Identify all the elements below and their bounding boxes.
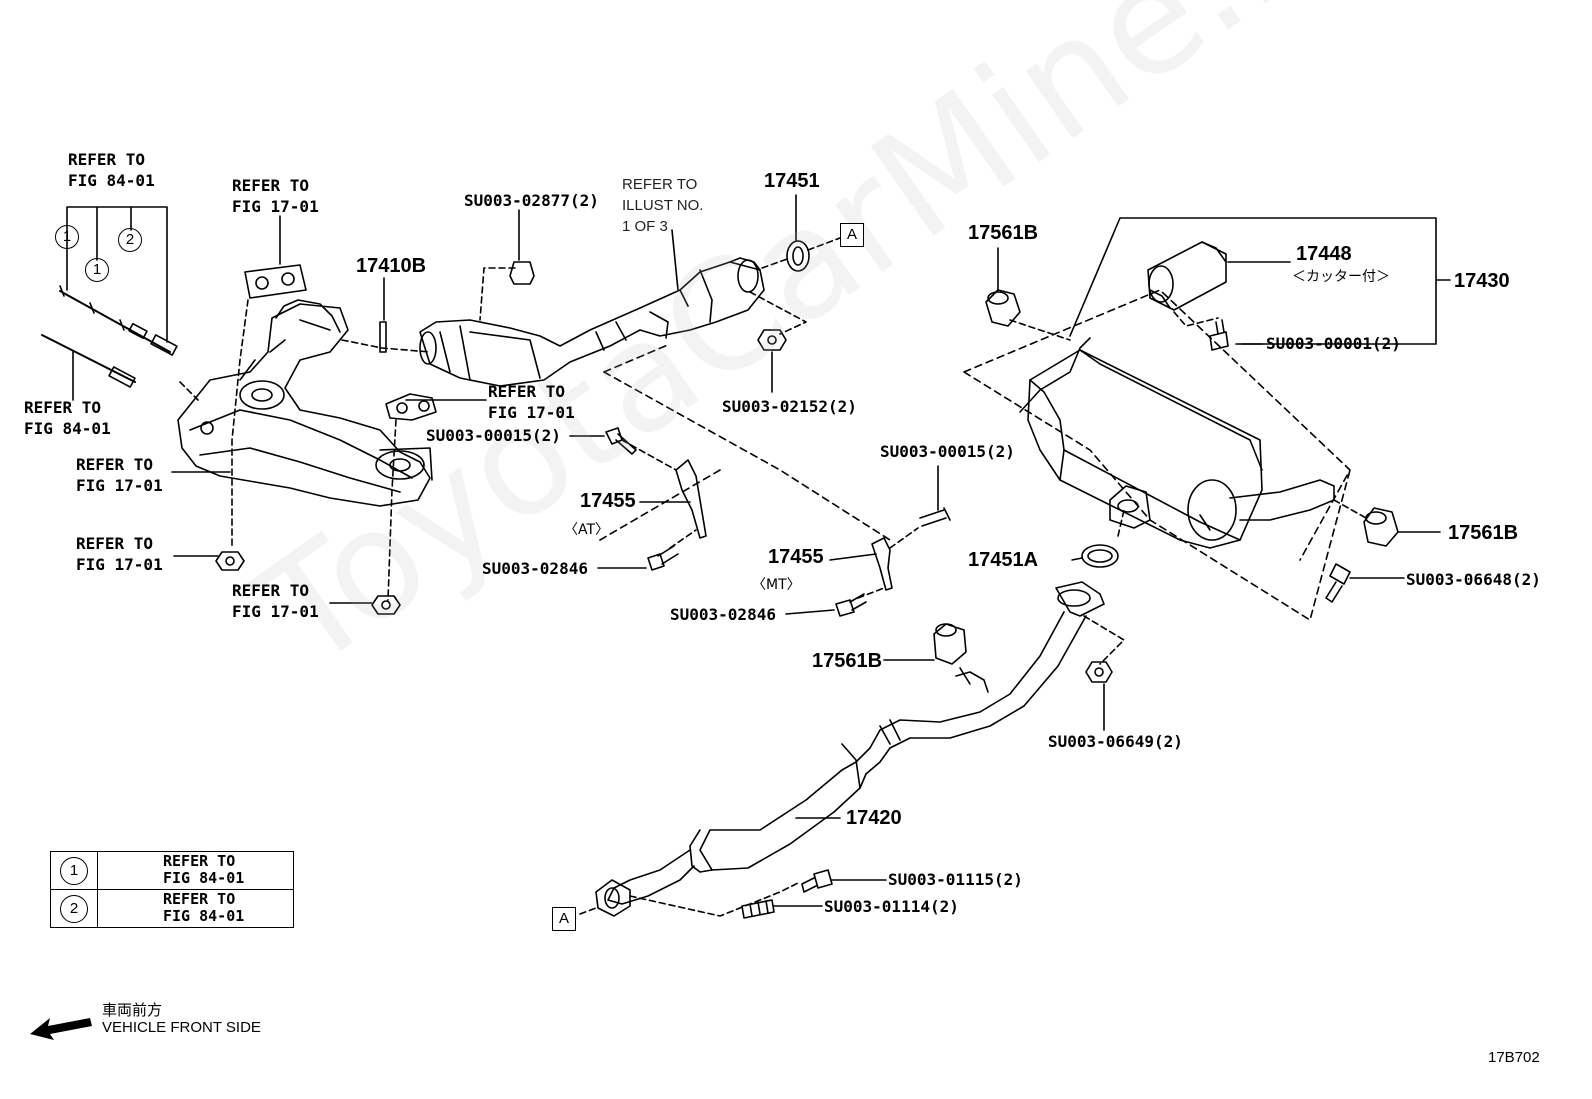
- legend-text-1[interactable]: REFER TO FIG 84-01: [97, 851, 294, 890]
- direction-label-jp: 車両前方: [102, 1001, 163, 1019]
- part-17561b-right[interactable]: 17561B: [1448, 522, 1519, 544]
- hanger-17561b-mid: [933, 623, 967, 665]
- part-17561b-mid[interactable]: 17561B: [812, 650, 883, 672]
- center-pipe-17420: [607, 581, 1105, 905]
- screw-su003-00001: [1209, 319, 1229, 351]
- stud-su003-01114: [741, 899, 775, 919]
- bracket-17455-mt: [871, 537, 893, 591]
- bolt-su003-00015-right: [919, 507, 951, 527]
- hardware-su003-06649[interactable]: SU003-06649(2): [1048, 732, 1183, 751]
- part-17448-note: ＜カッター付＞: [1292, 269, 1390, 285]
- refer-fig-17-bottom[interactable]: REFER TO FIG 17-01: [232, 581, 319, 621]
- bolt-su003-02846-right: [835, 593, 867, 617]
- refer-fig-17-left[interactable]: REFER TO FIG 17-01: [76, 455, 163, 495]
- gasket-17451a: [1081, 544, 1119, 568]
- front-pipe-catalyst: [419, 257, 765, 387]
- nut-su003-02877: [509, 261, 535, 285]
- bracket-17455-at: [675, 459, 707, 539]
- part-17455-at-note: 〈AT〉: [564, 522, 610, 538]
- bolt-su003-01115: [801, 869, 833, 893]
- refer-fig-84-left[interactable]: REFER TO FIG 84-01: [24, 398, 111, 438]
- refer-fig-17-top[interactable]: REFER TO FIG 17-01: [232, 176, 319, 216]
- nut-su003-06649: [1085, 661, 1113, 683]
- part-17430[interactable]: 17430: [1454, 270, 1510, 292]
- legend-mark-1: 1: [60, 856, 88, 885]
- part-17448[interactable]: 17448: [1296, 243, 1352, 265]
- legend-row-1: 1 REFER TO FIG 84-01: [50, 851, 294, 890]
- hardware-su003-00015-left[interactable]: SU003-00015(2): [426, 426, 561, 445]
- refer-illust-note[interactable]: REFER TO ILLUST NO. 1 OF 3: [622, 176, 704, 235]
- nut-left-1: [215, 551, 245, 571]
- part-17455-at[interactable]: 17455: [580, 490, 636, 512]
- nut-left-2: [371, 595, 401, 615]
- front-direction-arrow-icon: [30, 1018, 92, 1040]
- oxygen-sensor-upper: [59, 285, 178, 356]
- oxygen-sensor-lower: [41, 334, 136, 388]
- part-17420[interactable]: 17420: [846, 807, 902, 829]
- main-muffler-17430: [1019, 337, 1335, 549]
- manifold-gasket-lower: [385, 393, 437, 421]
- part-17561b-top[interactable]: 17561B: [968, 222, 1039, 244]
- hardware-su003-00001[interactable]: SU003-00001(2): [1266, 334, 1401, 353]
- refer-fig-84-top[interactable]: REFER TO FIG 84-01: [68, 150, 155, 190]
- part-17451a[interactable]: 17451A: [968, 549, 1039, 571]
- connector-tag-a-top[interactable]: A: [840, 223, 864, 247]
- figure-code: 17B702: [1488, 1049, 1540, 1066]
- bolt-su003-06648: [1325, 563, 1351, 603]
- circle-mark-1b: 1: [85, 258, 109, 282]
- legend-table: 1 REFER TO FIG 84-01 2 REFER TO FIG 84-0…: [50, 851, 294, 928]
- legend-row-2: 2 REFER TO FIG 84-01: [50, 889, 294, 928]
- refer-fig-17-nut[interactable]: REFER TO FIG 17-01: [76, 534, 163, 574]
- hardware-su003-01115[interactable]: SU003-01115(2): [888, 870, 1023, 889]
- direction-label-en: VEHICLE FRONT SIDE: [102, 1019, 261, 1036]
- hardware-su003-02846-left[interactable]: SU003-02846: [482, 559, 588, 578]
- manifold-gasket-upper: [244, 264, 307, 299]
- stud-17410b: [379, 321, 387, 353]
- legend-mark-2: 2: [60, 894, 88, 923]
- hardware-su003-02877[interactable]: SU003-02877(2): [464, 191, 599, 210]
- refer-fig-17-mid[interactable]: REFER TO FIG 17-01: [488, 382, 575, 422]
- part-17455-mt-note: 〈MT〉: [752, 577, 801, 593]
- legend-text-2[interactable]: REFER TO FIG 84-01: [97, 889, 294, 928]
- hardware-su003-00015-right[interactable]: SU003-00015(2): [880, 442, 1015, 461]
- part-17455-mt[interactable]: 17455: [768, 546, 824, 568]
- hanger-17561b-top: [985, 289, 1021, 327]
- hardware-su003-02152[interactable]: SU003-02152(2): [722, 397, 857, 416]
- circle-mark-1a: 1: [55, 225, 79, 249]
- nut-su003-02152: [757, 329, 787, 351]
- hardware-su003-02846-right[interactable]: SU003-02846: [670, 605, 776, 624]
- part-17451[interactable]: 17451: [764, 170, 820, 192]
- gasket-17451: [786, 240, 810, 272]
- connector-tag-a-bottom[interactable]: A: [552, 907, 576, 931]
- bolt-su003-00015-left: [605, 427, 637, 455]
- circle-mark-2: 2: [118, 228, 142, 252]
- exhaust-manifold: [177, 299, 433, 507]
- bolt-su003-02846-left: [647, 545, 679, 571]
- hardware-su003-06648[interactable]: SU003-06648(2): [1406, 570, 1541, 589]
- tail-pipe-cutter-17448: [1147, 241, 1227, 311]
- hardware-su003-01114[interactable]: SU003-01114(2): [824, 897, 959, 916]
- center-pipe-flange: [595, 879, 631, 917]
- hanger-17561b-right: [1363, 507, 1399, 547]
- part-17410b[interactable]: 17410B: [356, 255, 427, 277]
